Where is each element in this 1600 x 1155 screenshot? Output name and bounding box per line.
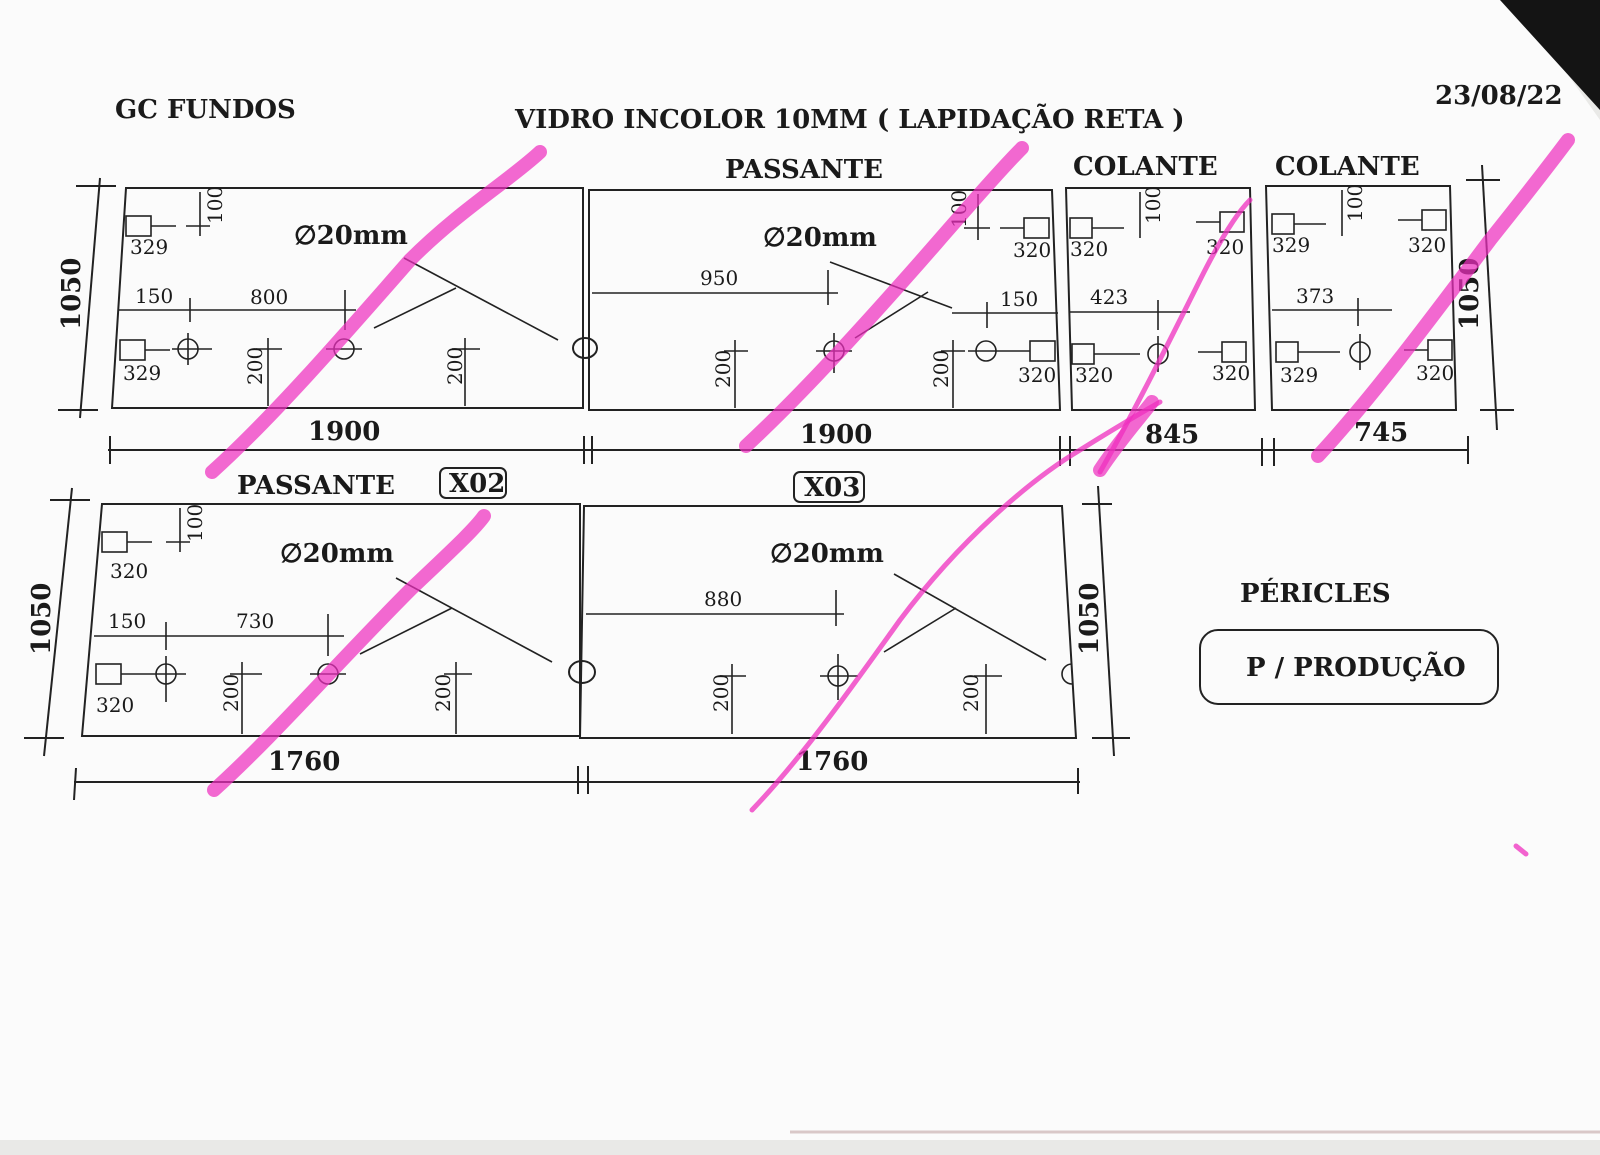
tag-x03: X03 xyxy=(804,473,860,503)
tag-x03-box xyxy=(793,471,865,503)
production-stamp-box xyxy=(1199,629,1499,705)
check-mark-panel-1 xyxy=(205,145,547,479)
row2-height-right: 1050 xyxy=(1075,583,1105,655)
panel-2-dim-320a: 320 xyxy=(1013,238,1051,262)
panel-4-dim-373: 373 xyxy=(1296,284,1334,308)
panel-6: 880 ∅20mm 200 200 xyxy=(578,505,1078,739)
panel-5-dim-150: 150 xyxy=(108,609,146,633)
production-stamp: P / PRODUÇÃO xyxy=(1246,651,1466,683)
panel-2-outline xyxy=(588,189,1062,411)
row-2: PASSANTE X02 X03 1050 1050 100 320 ∅20mm xyxy=(24,467,1130,801)
panel-6-hole-diameter: ∅20mm xyxy=(770,539,884,569)
check-mark-panel-4 xyxy=(1311,133,1575,463)
leader-line xyxy=(893,573,1047,661)
panel-1-dim-150: 150 xyxy=(135,284,173,308)
panel-5: 100 320 ∅20mm 150 730 320 200 200 xyxy=(80,503,581,737)
panel-4-width: 745 xyxy=(1354,418,1408,448)
row-1: PASSANTE COLANTE COLANTE 1050 1050 100 3… xyxy=(57,152,1514,466)
row1-height-dim-line-right xyxy=(1481,164,1498,431)
panel-1-dim-800: 800 xyxy=(250,285,288,309)
panel-5-dim-730: 730 xyxy=(236,609,274,633)
panel-6-dim-880: 880 xyxy=(704,587,742,611)
client-name: GC FUNDOS xyxy=(115,95,296,125)
panel-6-outline xyxy=(578,505,1078,739)
highlighter-marks xyxy=(205,133,1575,857)
row1-label-colante-2: COLANTE xyxy=(1275,152,1420,182)
leader-line xyxy=(373,287,457,329)
panel-5-dim-320a: 320 xyxy=(110,559,148,583)
row1-height-dim-line-left xyxy=(79,177,101,419)
panel-1: 100 329 ∅20mm 150 800 329 200 200 xyxy=(110,186,584,409)
panel-1-hole-diameter: ∅20mm xyxy=(294,221,408,251)
check-mark-panel-5 xyxy=(207,509,491,797)
background-corner xyxy=(1500,0,1600,110)
panel-4-dim-320a: 320 xyxy=(1408,233,1446,257)
panel-4-dim-329b: 329 xyxy=(1280,363,1318,387)
row2-height-left: 1050 xyxy=(27,583,57,655)
material-title: VIDRO INCOLOR 10MM ( LAPIDAÇÃO RETA ) xyxy=(514,103,1185,135)
row1-height-left: 1050 xyxy=(57,258,87,330)
panel-4-dim-320b: 320 xyxy=(1416,361,1454,385)
leader-line xyxy=(359,607,453,655)
stray-mark xyxy=(1513,843,1529,857)
pivot-hole-icon xyxy=(572,337,598,359)
panel-3-dim-320a: 320 xyxy=(1070,237,1108,261)
leader-line xyxy=(395,577,553,663)
panel-5-hole-diameter: ∅20mm xyxy=(280,539,394,569)
panel-1-dim-200b: 200 xyxy=(443,347,467,385)
panel-1-dim-200a: 200 xyxy=(243,347,267,385)
row2-label-passante: PASSANTE xyxy=(237,471,395,501)
panel-4: 100 329 320 373 329 320 xyxy=(1264,184,1458,411)
tag-x02: X02 xyxy=(449,469,505,499)
panel-3-dim-423: 423 xyxy=(1090,285,1128,309)
edge-notch-icon xyxy=(1061,663,1073,685)
check-mark-panel-6 xyxy=(749,399,1163,813)
panel-3-dim-320d: 320 xyxy=(1212,361,1250,385)
panel-5-dim-200b: 200 xyxy=(431,674,455,712)
panel-5-top-offset: 100 xyxy=(183,504,207,542)
panel-5-dim-320b: 320 xyxy=(96,693,134,717)
panel-2-dim-200a: 200 xyxy=(711,350,735,388)
leader-line xyxy=(403,257,559,341)
panel-3-outline xyxy=(1064,187,1257,411)
row1-label-passante: PASSANTE xyxy=(725,155,883,185)
panel-1-top-offset: 100 xyxy=(203,186,227,224)
designer-name: PÉRICLES xyxy=(1240,577,1391,609)
panel-2-dim-950: 950 xyxy=(700,266,738,290)
panel-5-width: 1760 xyxy=(268,747,340,777)
panel-2-dim-150: 150 xyxy=(1000,287,1038,311)
panel-1-dim-329a: 329 xyxy=(130,235,168,259)
panel-6-dim-200a: 200 xyxy=(709,674,733,712)
panel-2-dim-320b: 320 xyxy=(1018,363,1056,387)
panel-4-outline xyxy=(1264,185,1458,411)
panel-2-dim-200b: 200 xyxy=(929,350,953,388)
panel-3-top-offset: 100 xyxy=(1141,186,1165,224)
row2-height-dim-line-right xyxy=(1097,485,1115,757)
panel-6-dim-200b: 200 xyxy=(959,674,983,712)
panel-2-width: 1900 xyxy=(800,420,872,450)
check-mark-panel-2 xyxy=(739,141,1029,453)
panel-1-width: 1900 xyxy=(308,417,380,447)
tag-x02-box xyxy=(439,467,507,499)
hinge-icon xyxy=(1029,340,1056,362)
panel-1-outline xyxy=(110,187,584,409)
panel-3-dim-320c: 320 xyxy=(1075,363,1113,387)
dim-tick xyxy=(73,767,77,801)
leader-line xyxy=(883,607,957,653)
panel-2-hole-diameter: ∅20mm xyxy=(763,223,877,253)
panel-3-width: 845 xyxy=(1145,420,1199,450)
panel-4-dim-329a: 329 xyxy=(1272,233,1310,257)
row1-label-colante-1: COLANTE xyxy=(1073,152,1218,182)
panel-1-dim-329b: 329 xyxy=(123,361,161,385)
drawing-date: 23/08/22 xyxy=(1435,81,1563,111)
row2-height-dim-line-left xyxy=(43,487,73,757)
panel-6-width: 1760 xyxy=(796,747,868,777)
panel-5-dim-200a: 200 xyxy=(219,674,243,712)
panel-4-top-offset: 100 xyxy=(1343,184,1367,222)
